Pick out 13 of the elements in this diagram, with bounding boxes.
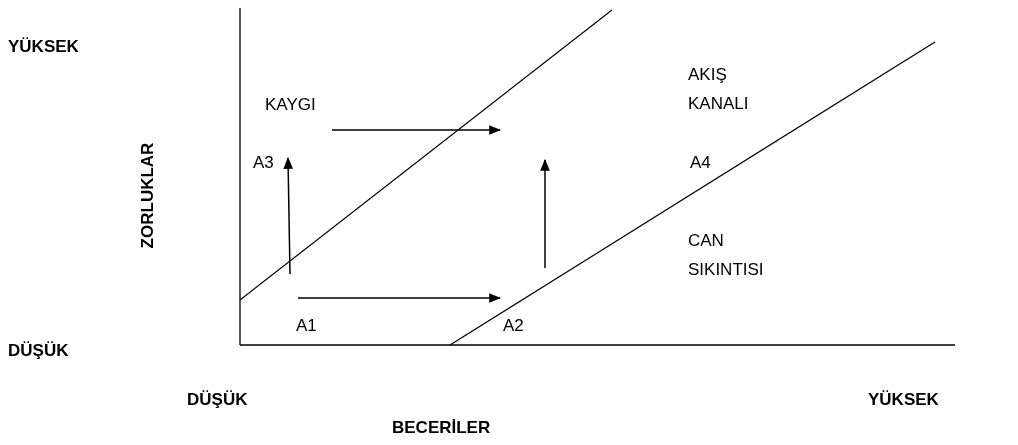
level-label: DÜŞÜK (187, 389, 248, 411)
axis-title: ZORLUKLAR (137, 142, 159, 248)
level-label: DÜŞÜK (8, 340, 69, 362)
level-label: YÜKSEK (8, 36, 79, 58)
axis-title: BECERİLER (392, 417, 491, 439)
point-label: A1 (296, 315, 317, 337)
point-label: A2 (503, 315, 524, 337)
region-label: KAYGI (265, 94, 316, 116)
region-label: CAN SIKINTISI (688, 230, 765, 281)
level-label: YÜKSEK (868, 389, 939, 411)
point-label: A4 (690, 152, 711, 174)
region-label: AKIŞ KANALI (688, 64, 750, 115)
point-label: A3 (253, 152, 274, 174)
